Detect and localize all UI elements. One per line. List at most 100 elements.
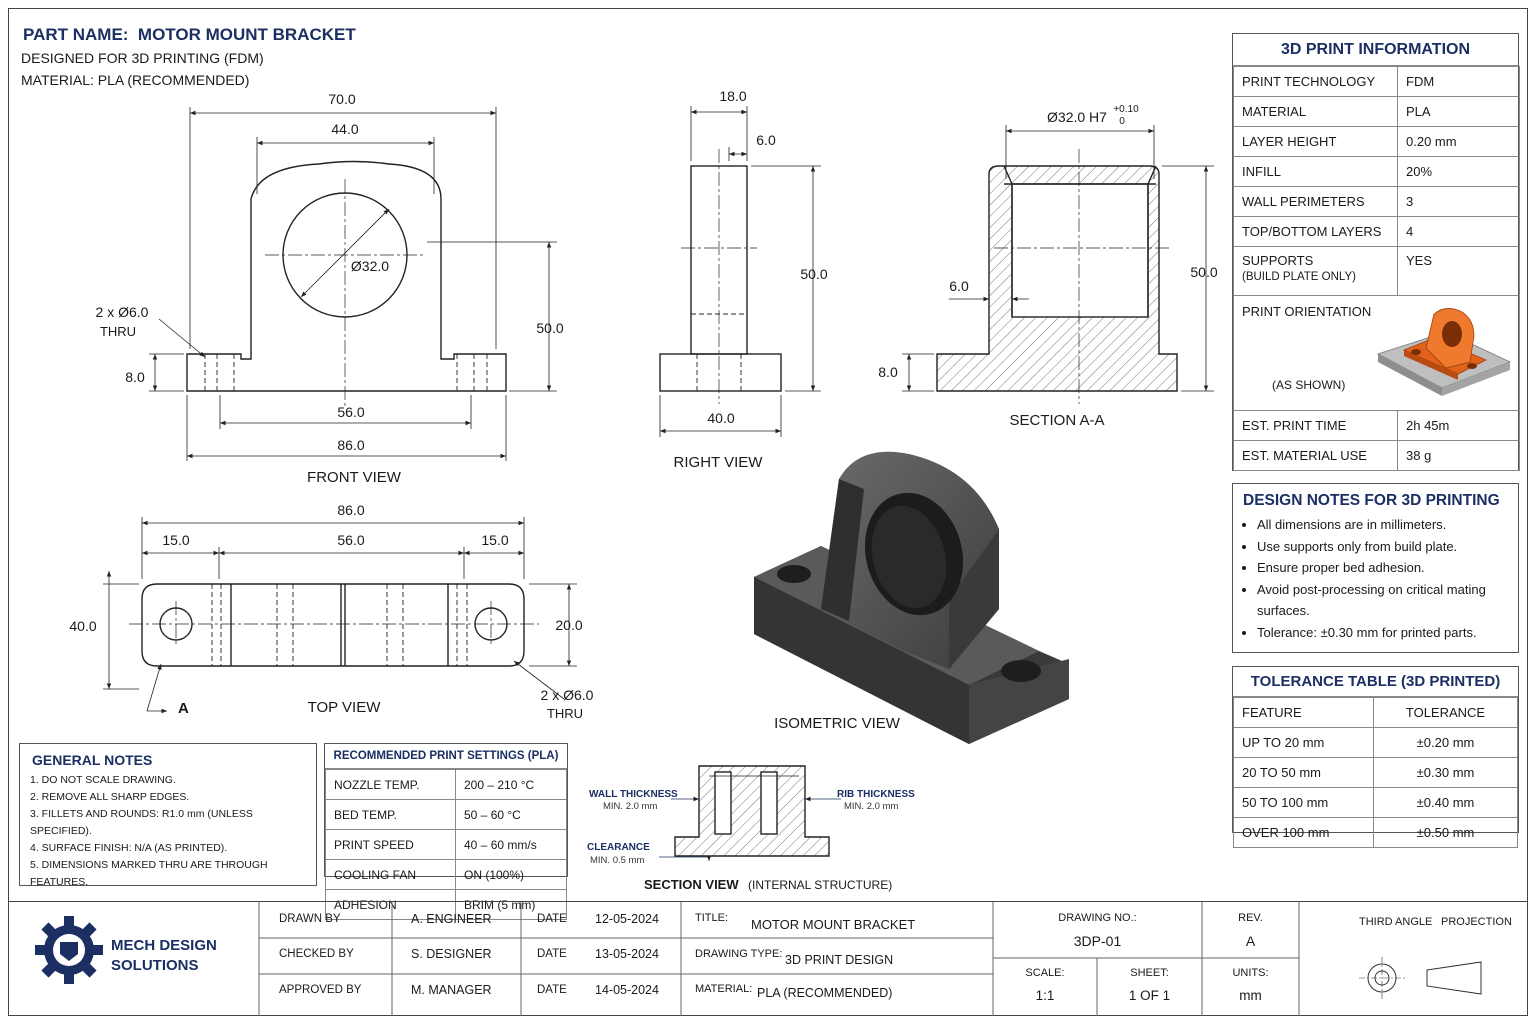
design-notes-panel: DESIGN NOTES FOR 3D PRINTING All dimensi… bbox=[1232, 483, 1519, 653]
rib-thickness-min: MIN. 2.0 mm bbox=[844, 801, 898, 812]
dim-top-thru: THRU bbox=[547, 706, 583, 721]
drawn-by-label: DRAWN BY bbox=[279, 913, 341, 925]
drawing-sheet: PART NAME: MOTOR MOUNT BRACKET DESIGNED … bbox=[8, 8, 1528, 1016]
material-value: PLA (RECOMMENDED) bbox=[757, 986, 893, 1000]
label-iso-view: ISOMETRIC VIEW bbox=[774, 715, 901, 732]
supports-label: SUPPORTS bbox=[1242, 253, 1314, 268]
front-view bbox=[149, 107, 557, 461]
print-settings-panel: RECOMMENDED PRINT SETTINGS (PLA) NOZZLE … bbox=[324, 743, 568, 920]
design-notes-list: All dimensions are in millimeters. Use s… bbox=[1233, 514, 1518, 643]
section-marker-a: A bbox=[178, 700, 189, 717]
date-label-1: DATE bbox=[537, 913, 567, 925]
part-name-label: PART NAME: bbox=[23, 25, 129, 44]
dim-right-40: 40.0 bbox=[707, 410, 734, 426]
list-item: 4. SURFACE FINISH: N/A (AS PRINTED). bbox=[30, 842, 228, 854]
dim-sec-8: 8.0 bbox=[878, 364, 898, 380]
label-right-view: RIGHT VIEW bbox=[674, 454, 764, 471]
top-view bbox=[103, 517, 577, 714]
dim-sec-bore: Ø32.0 H7 bbox=[1047, 109, 1107, 125]
rev-label: REV. bbox=[1238, 912, 1263, 924]
wall-thickness-label: WALL THICKNESS bbox=[589, 789, 678, 800]
print-settings-title: RECOMMENDED PRINT SETTINGS (PLA) bbox=[325, 744, 567, 769]
table-row: UP TO 20 mm±0.20 mm bbox=[1233, 727, 1518, 758]
label-front-view: FRONT VIEW bbox=[307, 469, 402, 486]
drawing-no-label: DRAWING NO.: bbox=[1058, 912, 1137, 924]
list-item: 5. DIMENSIONS MARKED THRU ARE THROUGH FE… bbox=[30, 859, 268, 888]
label-section-aa: SECTION A-A bbox=[1009, 412, 1104, 429]
dim-right-50: 50.0 bbox=[800, 266, 827, 282]
dim-front-50: 50.0 bbox=[536, 320, 563, 336]
dim-top-15a: 15.0 bbox=[162, 532, 189, 548]
dim-front-86: 86.0 bbox=[337, 437, 364, 453]
checked-by-value: S. DESIGNER bbox=[411, 947, 492, 961]
dim-sec-50: 50.0 bbox=[1190, 264, 1217, 280]
supports-sub: (BUILD PLATE ONLY) bbox=[1242, 271, 1356, 283]
list-item: Ensure proper bed adhesion. bbox=[1257, 557, 1518, 579]
table-row: 50 TO 100 mm±0.40 mm bbox=[1233, 787, 1518, 818]
dim-front-holes: 2 x Ø6.0 bbox=[96, 304, 149, 320]
header-line1: DESIGNED FOR 3D PRINTING (FDM) bbox=[21, 50, 264, 66]
isometric-view bbox=[754, 451, 1069, 744]
part-name: PART NAME: MOTOR MOUNT BRACKET bbox=[23, 25, 356, 45]
rib-thickness-label: RIB THICKNESS bbox=[837, 789, 915, 800]
section-view-sublabel: (INTERNAL STRUCTURE) bbox=[748, 878, 892, 892]
company-name: MECH DESIGN SOLUTIONS bbox=[111, 937, 217, 974]
dim-right-6: 6.0 bbox=[756, 132, 776, 148]
list-item: All dimensions are in millimeters. bbox=[1257, 514, 1518, 536]
approved-by-value: M. MANAGER bbox=[411, 983, 492, 997]
tolerance-title: TOLERANCE TABLE (3D PRINTED) bbox=[1233, 667, 1518, 697]
drawing-type-label: DRAWING TYPE: bbox=[695, 948, 783, 960]
wall-thickness-min: MIN. 2.0 mm bbox=[603, 801, 657, 812]
units-value: mm bbox=[1239, 988, 1262, 1003]
projection-label-2: PROJECTION bbox=[1441, 916, 1512, 928]
date-value-1: 12-05-2024 bbox=[595, 912, 659, 926]
section-aa-view bbox=[902, 125, 1214, 404]
dim-sec-tol-up: +0.10 bbox=[1113, 104, 1139, 115]
sheet-value: 1 OF 1 bbox=[1128, 988, 1171, 1003]
clearance-label: CLEARANCE bbox=[587, 842, 650, 853]
date-label-2: DATE bbox=[537, 948, 567, 960]
title-label: TITLE: bbox=[695, 912, 729, 924]
dim-top-20: 20.0 bbox=[555, 617, 582, 633]
scale-label: SCALE: bbox=[1025, 967, 1065, 979]
general-notes-panel: GENERAL NOTES 1. DO NOT SCALE DRAWING. 2… bbox=[19, 743, 317, 888]
table-row: 20 TO 50 mm±0.30 mm bbox=[1233, 757, 1518, 788]
units-label: UNITS: bbox=[1232, 967, 1269, 979]
dim-front-thru: THRU bbox=[100, 324, 136, 339]
general-notes-title: GENERAL NOTES bbox=[32, 752, 153, 768]
orientation-label: PRINT ORIENTATION bbox=[1242, 304, 1372, 319]
list-item: Avoid post-processing on critical mating… bbox=[1257, 579, 1518, 622]
checked-by-label: CHECKED BY bbox=[279, 948, 354, 960]
section-view-internal bbox=[659, 765, 841, 861]
dim-top-holes: 2 x Ø6.0 bbox=[541, 687, 594, 703]
supports-value: YES bbox=[1397, 246, 1520, 296]
right-view bbox=[659, 106, 821, 437]
drawing-no-value: 3DP-01 bbox=[1073, 933, 1122, 949]
dim-top-56: 56.0 bbox=[337, 532, 364, 548]
gear-logo-icon bbox=[35, 916, 103, 984]
table-row: OVER 100 mm±0.50 mm bbox=[1233, 817, 1518, 848]
clearance-min: MIN. 0.5 mm bbox=[590, 855, 644, 866]
approved-by-label: APPROVED BY bbox=[279, 984, 362, 996]
dim-right-18: 18.0 bbox=[719, 88, 746, 104]
third-angle-projection-icon bbox=[1359, 957, 1482, 999]
projection-label-1: THIRD ANGLE bbox=[1359, 916, 1433, 928]
orientation-sub: (AS SHOWN) bbox=[1272, 378, 1346, 392]
table-row: PRINT ORIENTATION (AS SHOWN) bbox=[1233, 295, 1520, 411]
sheet-label: SHEET: bbox=[1130, 967, 1169, 979]
dim-front-bore: Ø32.0 bbox=[351, 258, 389, 274]
date-value-2: 13-05-2024 bbox=[595, 947, 659, 961]
rev-value: A bbox=[1245, 933, 1256, 949]
section-view-label: SECTION VIEW bbox=[644, 877, 739, 892]
